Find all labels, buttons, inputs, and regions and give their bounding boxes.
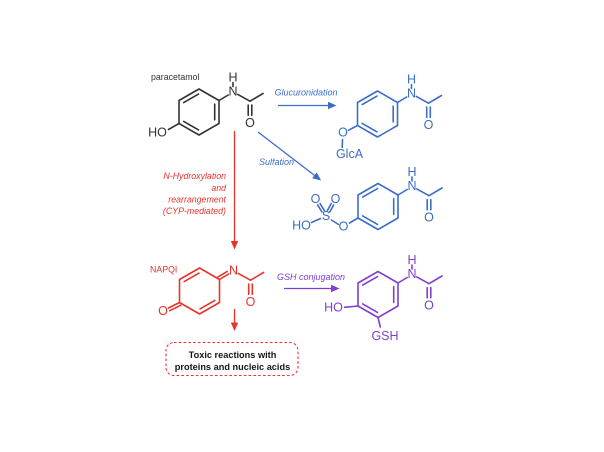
amide-n-label: N [407, 179, 416, 193]
paracetamol-structure: paracetamol HO H N O [148, 71, 263, 140]
paracetamol-name-label: paracetamol [151, 72, 199, 82]
sulfation-pathway: Sulfation [257, 131, 322, 181]
quinone-o-label: O [158, 304, 168, 318]
sulfonyl-o-left-label: O [311, 192, 321, 206]
sulfate-structure: O S O O HO H N O [292, 165, 442, 234]
ester-o-label: O [339, 220, 349, 234]
gsh-label: GSH [371, 329, 398, 343]
carbonyl-o-label: O [424, 211, 434, 225]
gsh-conjugation-label: GSH conjugation [277, 272, 345, 282]
amide-h-label: H [407, 165, 416, 179]
amide-h-label: H [407, 73, 416, 87]
amide-h-label: H [228, 71, 237, 85]
ether-o-label: O [338, 126, 348, 140]
sulfur-label: S [322, 209, 330, 223]
nhydroxylation-pathway: N-Hydroxylation and rearrangement (CYP-m… [163, 131, 239, 250]
carbonyl-o-label: O [424, 299, 434, 313]
imine-n-label: N [229, 264, 238, 278]
gsh-conjugate-structure: HO GSH H N O [324, 253, 442, 343]
carbonyl-o-label: O [424, 118, 434, 132]
nhydroxylation-label-line4: (CYP-mediated) [163, 206, 226, 216]
nhydroxylation-label-line2: and [211, 183, 227, 193]
sulfate-ho-label: HO [292, 219, 311, 233]
glucuronidation-label: Glucuronidation [274, 88, 337, 98]
carbonyl-o-label: O [246, 295, 256, 309]
sulfation-label: Sulfation [259, 157, 294, 167]
sulfonyl-o-right-label: O [331, 192, 341, 206]
phenol-ho-label: HO [324, 301, 343, 315]
glucuronidation-pathway: Glucuronidation [274, 88, 338, 110]
carbonyl-o-label: O [245, 116, 255, 130]
napqi-name-label: NAPQI [150, 265, 177, 275]
toxic-box-line2: proteins and nucleic acids [175, 362, 290, 372]
nhydroxylation-label-line3: rearrangement [168, 195, 226, 205]
toxic-box-border [165, 341, 299, 377]
gsh-conjugation-pathway: GSH conjugation [277, 272, 345, 293]
sulfation-arrow [257, 131, 322, 181]
amide-n-label: N [228, 85, 237, 99]
glca-label: GlcA [336, 147, 364, 161]
amide-n-label: N [407, 87, 416, 101]
toxic-reactions-box: Toxic reactions with proteins and nuclei… [165, 341, 299, 377]
napqi-structure: NAPQI N O O [150, 264, 265, 318]
nhydroxylation-label-line1: N-Hydroxylation [163, 171, 226, 181]
amide-h-label: H [407, 253, 416, 267]
amide-n-label: N [407, 267, 416, 281]
hydroxyl-ho-label: HO [148, 126, 167, 140]
toxic-box-line1: Toxic reactions with [189, 350, 277, 360]
glucuronide-structure: O GlcA H N O [336, 73, 442, 161]
